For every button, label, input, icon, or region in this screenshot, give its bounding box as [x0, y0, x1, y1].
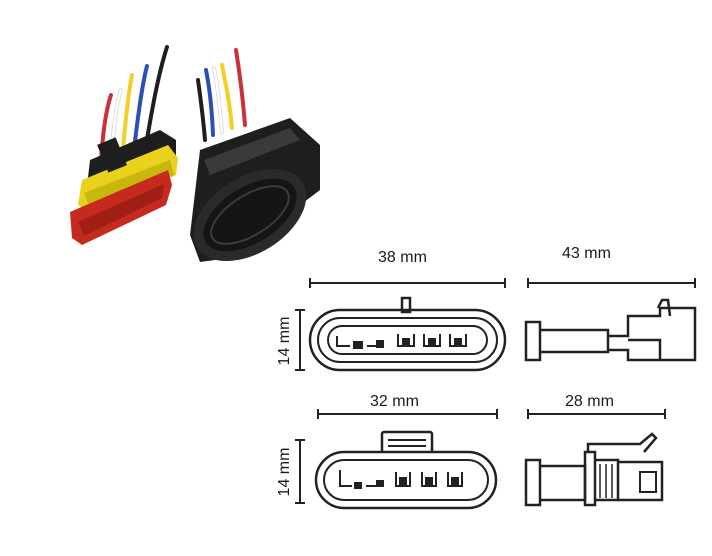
bottom-front-view: [314, 430, 498, 510]
dimension-top-side-length: [527, 278, 696, 288]
male-connector: [190, 118, 320, 262]
bottom-front-pins: [339, 470, 463, 489]
top-front-pins: [336, 334, 467, 349]
label-bottom-height: 14 mm: [276, 447, 293, 497]
dimension-bottom-height: [295, 439, 305, 504]
dimension-bottom-side-length: [527, 409, 666, 419]
male-wires: [196, 48, 247, 142]
bottom-side-view: [524, 432, 664, 507]
dimension-top-front-width: [309, 278, 506, 288]
dimension-bottom-front-width: [317, 409, 498, 419]
female-connector: [70, 130, 178, 245]
label-bottom-side-length: 28 mm: [565, 393, 614, 410]
label-top-height: 14 mm: [276, 316, 293, 366]
top-front-view: [308, 296, 507, 372]
label-bottom-front-width: 32 mm: [370, 393, 419, 410]
connector-photo: [70, 45, 320, 262]
top-side-view: [524, 298, 697, 362]
dimension-top-height: [295, 309, 305, 371]
label-top-front-width: 38 mm: [378, 249, 427, 266]
label-top-side-length: 43 mm: [562, 245, 611, 262]
